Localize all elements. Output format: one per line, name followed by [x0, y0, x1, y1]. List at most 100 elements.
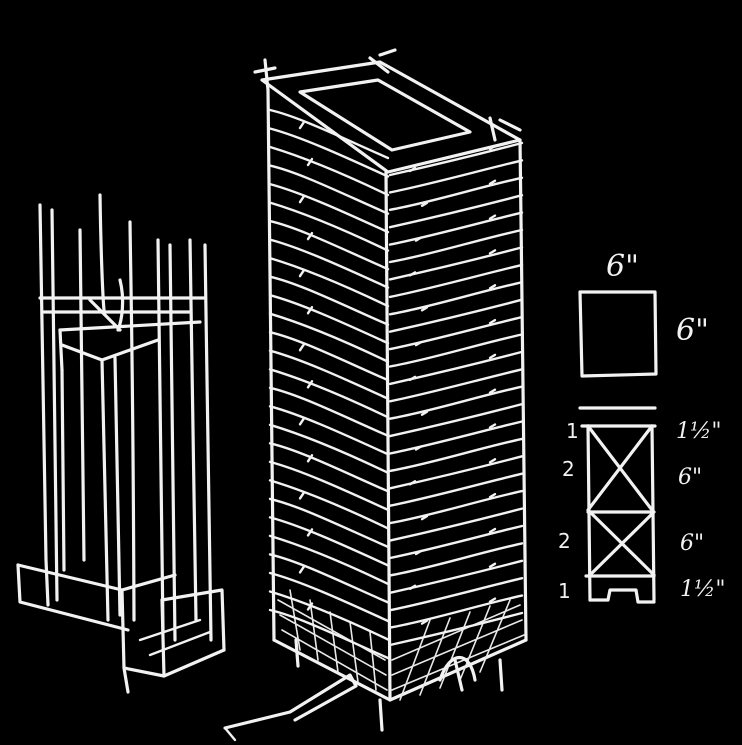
- tower-nail-mark: [488, 144, 497, 151]
- tower-course-right: [388, 402, 524, 438]
- tower-nail-mark: [298, 491, 306, 500]
- tower-course-left: [268, 145, 390, 197]
- tower-nail-mark: [408, 480, 417, 486]
- tower-nail-mark: [408, 166, 417, 173]
- tower-course-right: [388, 472, 524, 507]
- tower-course-left: [268, 423, 390, 474]
- tower-nail-mark: [414, 549, 423, 556]
- stacked-tower: [223, 48, 528, 742]
- tower-course-right: [388, 489, 524, 525]
- tower-course-left: [268, 219, 390, 271]
- tower-course-right: [388, 542, 524, 577]
- tower-nail-mark: [306, 454, 314, 463]
- tower-course-right: [388, 594, 524, 629]
- tower-nail-mark: [408, 271, 417, 277]
- tower-nail-mark: [420, 410, 429, 416]
- section-block: [578, 290, 658, 378]
- tower-nail-mark: [298, 120, 306, 130]
- tower-nail-mark: [488, 458, 497, 464]
- tower-nail-mark: [420, 201, 429, 207]
- stack-count-2: 2: [562, 457, 575, 481]
- tower-course-right: [388, 455, 524, 490]
- tower-course-left: [268, 182, 390, 234]
- tower-course-right: [388, 228, 524, 264]
- tower-course-left: [268, 460, 390, 512]
- tower-nail-mark: [488, 179, 497, 185]
- tower-nail-mark: [306, 528, 314, 537]
- stack-dim-4: 1½": [680, 577, 725, 602]
- tower-nail-mark: [488, 423, 497, 429]
- stack-count-4: 1: [558, 579, 571, 603]
- tower-nail-mark: [408, 375, 417, 382]
- tower-course-left: [268, 349, 390, 400]
- tower-nail-mark: [488, 597, 497, 603]
- block-height-label: 6": [676, 313, 709, 348]
- tower-course-right: [388, 141, 524, 177]
- tower-course-right: [388, 315, 524, 351]
- tower-nail-mark: [298, 194, 306, 204]
- tower-course-right: [388, 246, 524, 281]
- stack-dim-3: 6": [680, 531, 704, 556]
- tower-course-left: [268, 164, 390, 215]
- tower-nail-mark: [298, 268, 306, 278]
- tower-course-right: [388, 368, 524, 403]
- tower-course-right: [388, 611, 524, 647]
- tower-course-left: [268, 331, 390, 382]
- tower-course-left: [268, 516, 390, 567]
- tower-course-left: [268, 368, 390, 419]
- tower-nail-mark: [298, 417, 306, 426]
- tower-course-left: [268, 256, 390, 308]
- tower-course-left: [268, 201, 390, 252]
- tower-course-right: [388, 559, 524, 594]
- tower-course-left: [268, 386, 390, 437]
- tower-course-right: [388, 159, 524, 194]
- tower-nail-mark: [488, 527, 497, 534]
- tower-nail-mark: [306, 157, 314, 167]
- tower-nail-mark: [420, 514, 429, 521]
- tower-course-left: [268, 608, 390, 660]
- tower-nail-mark: [306, 231, 314, 241]
- tower-course-left: [268, 127, 390, 178]
- tower-course-left: [268, 497, 390, 549]
- tower-nail-mark: [488, 214, 497, 220]
- tower-course-left: [268, 238, 390, 289]
- tower-course-left: [268, 571, 390, 623]
- tower-course-right: [388, 420, 524, 455]
- section-stack: [578, 406, 657, 604]
- tower-nail-mark: [488, 318, 497, 325]
- tower-course-right: [388, 385, 524, 420]
- tower-nail-mark: [408, 584, 417, 590]
- tower-course-left: [268, 294, 390, 345]
- tower-nail-mark: [488, 562, 497, 568]
- tower-nail-mark: [306, 380, 314, 389]
- tower-course-right: [388, 281, 524, 316]
- tower-nail-mark: [414, 445, 423, 451]
- tower-course-left: [268, 275, 390, 326]
- tower-nail-mark: [414, 340, 423, 347]
- tower-nail-mark: [420, 306, 429, 312]
- tower-course-left: [268, 479, 390, 530]
- tower-course-right: [388, 194, 524, 229]
- stack-count-1: 1: [566, 419, 579, 443]
- tower-nail-mark: [306, 306, 314, 315]
- stack-dim-2: 6": [678, 465, 702, 490]
- tower-course-left: [268, 534, 390, 586]
- tower-course-left: [268, 442, 390, 493]
- stack-dim-1: 1½": [676, 419, 721, 444]
- tower-course-left: [268, 108, 390, 160]
- left-frame: [16, 193, 226, 694]
- tower-nail-mark: [488, 353, 497, 360]
- tower-course-left: [268, 405, 390, 456]
- tower-course-right: [388, 577, 524, 612]
- tower-nail-mark: [298, 343, 306, 352]
- tower-course-right: [388, 211, 524, 246]
- tower-course-left: [268, 312, 390, 363]
- tower-nail-mark: [488, 388, 497, 394]
- tower-course-left: [268, 590, 390, 641]
- tower-nail-mark: [414, 236, 423, 242]
- tower-course-left: [268, 553, 390, 604]
- tower-nail-mark: [488, 249, 497, 255]
- tower-course-right: [388, 333, 524, 368]
- tower-nail-mark: [420, 619, 429, 625]
